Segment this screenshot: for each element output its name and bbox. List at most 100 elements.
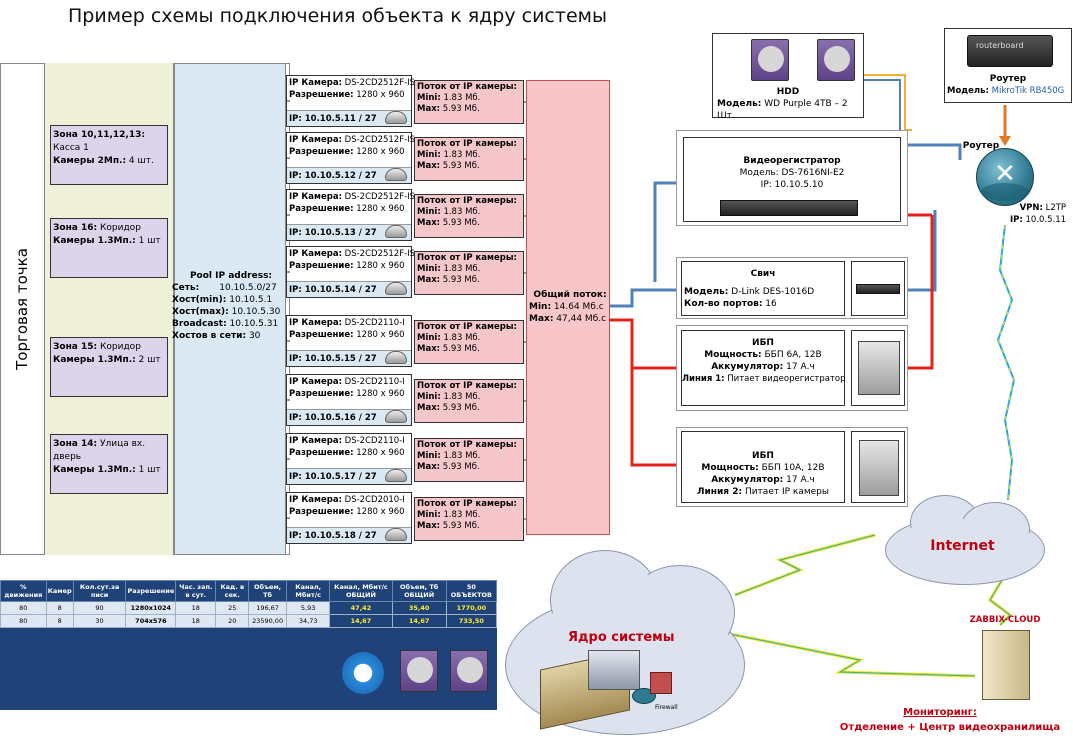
camera-icon <box>385 111 407 124</box>
table-header: Кад. в сек. <box>215 580 250 602</box>
table-header: Канал, Мбит/с ОБЩИЙ <box>329 580 393 602</box>
zabbix-server-icon <box>982 630 1030 700</box>
zabbix-label: ZABBIX-CLOUD <box>969 615 1041 625</box>
router-icon <box>976 148 1034 206</box>
camera-icon <box>385 351 407 364</box>
core-cloud: Ядро системы Firewall <box>500 540 750 745</box>
table-cell: 8 <box>45 614 74 628</box>
hdd-link-orange <box>862 74 912 131</box>
zone-street: Зона 14: Улица вх. дверь Камеры 1.3Мп.: … <box>50 434 168 494</box>
camera-icon <box>385 225 407 238</box>
switch-stack-icon <box>588 650 640 690</box>
ups2-frame: ИБП Мощность: ББП 10А, 12В Аккумулятор: … <box>676 427 908 507</box>
firewall-label: Firewall <box>655 704 678 711</box>
table-header: Объем, Тб <box>248 580 287 602</box>
dvr-box: Видеорегистратор Модель: DS-7616NI-E2 IP… <box>683 137 901 222</box>
camera-ip: IP: 10.10.5.18 / 27 <box>287 527 411 543</box>
camera-icon <box>385 410 407 423</box>
table-cell: 14,67 <box>329 614 393 628</box>
monitoring-title: Мониторинг: <box>903 707 977 718</box>
table-cell: 733,50 <box>445 614 498 628</box>
camera-stream-box: Поток от IP камеры:Mini: 1.83 Мб.Max: 5.… <box>414 251 524 295</box>
camera-icon <box>385 528 407 541</box>
camera-stream-box: Поток от IP камеры:Mini: 1.83 Мб.Max: 5.… <box>414 194 524 238</box>
camera-icon <box>385 282 407 295</box>
dvr-to-router-link <box>906 143 962 160</box>
table-cell: 196,67 <box>248 601 287 615</box>
ups2-power-link <box>630 368 680 467</box>
camera-ip: IP: 10.10.5.16 / 27 <box>287 409 411 425</box>
ups1-device-icon <box>858 341 900 395</box>
table-header: % движения <box>0 580 47 602</box>
router-label: Роутер <box>962 141 1000 151</box>
total-stream-title: Общий поток: <box>533 290 607 300</box>
camera-icon <box>385 469 407 482</box>
camera-stream-box: Поток от IP камеры:Mini: 1.83 Мб.Max: 5.… <box>414 320 524 364</box>
internet-explorer-icon <box>342 652 384 694</box>
table-header: Разрешение <box>125 580 177 602</box>
zone-kassa: Зона 10,11,12,13: Касса 1 Камеры 2Мп.: 4… <box>50 125 168 185</box>
switch-frame: Свич Модель: D-Link DES-1016D Кол-во пор… <box>676 257 908 319</box>
switch-to-router-link <box>906 210 937 292</box>
camera-ip: IP: 10.10.5.15 / 27 <box>287 350 411 366</box>
switch-image-box <box>851 261 905 316</box>
table-cell: 1280x1024 <box>125 601 177 615</box>
table-cell: 8 <box>45 601 74 615</box>
ups2-image-box <box>851 431 905 503</box>
table-cell: 18 <box>175 614 217 628</box>
table-cell: 14,67 <box>391 614 447 628</box>
ups-to-router-power <box>906 215 934 370</box>
switch-device-icon <box>856 284 900 294</box>
table-cell: 18 <box>175 601 217 615</box>
camera-stream-box: Поток от IP камеры:Mini: 1.83 Мб.Max: 5.… <box>414 80 524 124</box>
table-cell: 5,93 <box>285 601 331 615</box>
hdd-box: HDD Модель: WD Purple 4TB – 2 Шт. <box>712 33 864 121</box>
core-zabbix-link <box>719 630 976 678</box>
ups2-box: ИБП Мощность: ББП 10А, 12В Аккумулятор: … <box>681 431 845 503</box>
zone-corridor-16: Зона 16: Коридор Камеры 1.3Мп.: 1 шт <box>50 218 168 278</box>
table-cell: 1770,00 <box>445 601 498 615</box>
internet-label: Internet <box>930 538 995 554</box>
switch-to-dvr-link <box>653 181 680 282</box>
page-title: Пример схемы подключения объекта к ядру … <box>68 5 607 27</box>
table-header: Час. зап. в сут. <box>175 580 217 602</box>
table-header: 50 ОБЪЕКТОВ <box>445 580 498 602</box>
table-header: Канал, Мбит/с <box>285 580 331 602</box>
table-cell: 90 <box>72 601 127 615</box>
pool-ip-info: Pool IP address: Сеть: 10.10.5.0/27 Хост… <box>172 271 281 341</box>
dvr-device-icon <box>720 200 858 216</box>
router-device-box: routerboard Роутер Модель: MikroTik RB45… <box>944 28 1072 103</box>
camera-ip: IP: 10.10.5.11 / 27 <box>287 110 411 126</box>
camera-icon <box>385 168 407 181</box>
hdd-drive-icon <box>751 39 789 81</box>
ups1-frame: ИБП Мощность: ББП 6А, 12В Аккумулятор: 1… <box>676 325 908 411</box>
firewall-icon <box>650 672 672 694</box>
zone-corridor-15: Зона 15: Коридор Камеры 1.3Мп.: 2 шт <box>50 337 168 397</box>
table-cell: 80 <box>0 614 47 628</box>
ups1-power-link <box>610 318 680 370</box>
table-cell: 704x576 <box>125 614 177 628</box>
table-cell: 30 <box>72 614 127 628</box>
camera-ip: IP: 10.10.5.13 / 27 <box>287 224 411 240</box>
table-cell: 23590,00 <box>248 614 287 628</box>
table-cell: 80 <box>0 601 47 615</box>
routerboard-icon: routerboard <box>967 35 1053 67</box>
table-cell: 25 <box>215 601 250 615</box>
table-cell: 35,40 <box>391 601 447 615</box>
hdd-drive-icon <box>450 650 488 692</box>
hdd-drive-icon <box>400 650 438 692</box>
ups1-image-box <box>851 330 905 406</box>
table-header: Камер <box>45 580 74 602</box>
core-internet-link <box>734 533 876 597</box>
total-stream: Общий поток: Min: 14.64 Мб.с Max: 47,44 … <box>526 80 610 535</box>
camera-stream-box: Поток от IP камеры:Mini: 1.83 Мб.Max: 5.… <box>414 137 524 181</box>
